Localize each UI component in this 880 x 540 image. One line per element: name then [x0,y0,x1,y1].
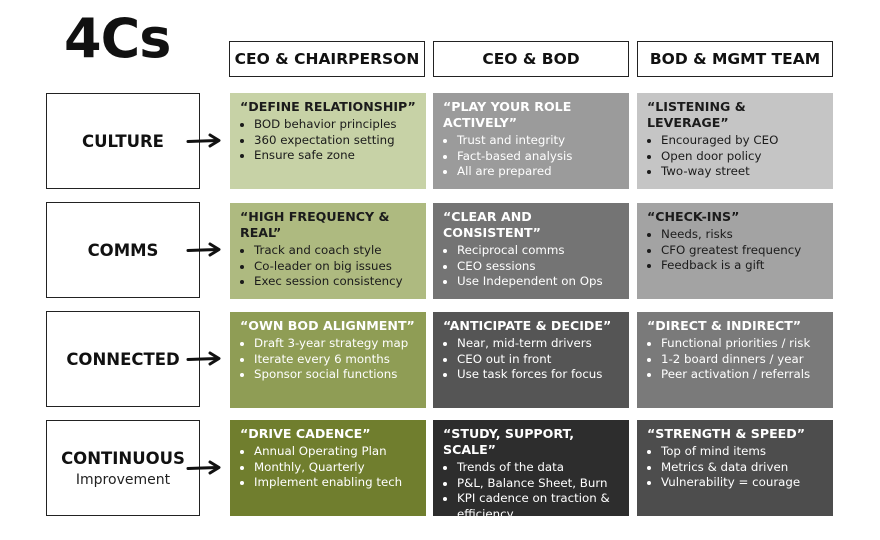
arrow-right-icon [186,351,221,366]
cell-bullet-list: Annual Operating PlanMonthly, QuarterlyI… [240,444,418,491]
bullet-item: Feedback is a gift [661,258,825,274]
row-label-comms: COMMS [46,202,200,298]
cell-heading: “HIGH FREQUENCY & REAL” [240,209,390,240]
cell-heading: “DRIVE CADENCE” [240,426,371,441]
page-title: 4Cs [64,7,171,70]
matrix-cell-continuous-2: “STUDY, SUPPORT, SCALE”Trends of the dat… [433,420,629,516]
bullet-item: Near, mid-term drivers [457,336,621,352]
bullet-item: CFO greatest frequency [661,243,825,259]
matrix-cell-continuous-1: “DRIVE CADENCE” Annual Operating PlanMont… [230,420,426,516]
bullet-item: KPI cadence on traction & efficiency [457,491,621,516]
bullet-item: Sponsor social functions [254,367,418,383]
matrix-cell-connected-3: “DIRECT & INDIRECT” Functional priorities… [637,312,833,408]
bullet-item: CEO sessions [457,259,621,275]
bullet-item: Trends of the data [457,460,621,476]
bullet-item: Draft 3-year strategy map [254,336,418,352]
cell-bullet-list: Near, mid-term driversCEO out in frontUs… [443,336,621,383]
row-label-text: CULTURE [82,131,164,151]
cell-bullet-list: BOD behavior principles360 expectation s… [240,117,418,164]
bullet-item: Top of mind items [661,444,825,460]
bullet-item: 1-2 board dinners / year [661,352,825,368]
matrix-cell-comms-1: “HIGH FREQUENCY & REAL”Track and coach s… [230,203,426,299]
cell-heading: “OWN BOD ALIGNMENT” [240,318,415,333]
cell-bullet-list: Functional priorities / risk1-2 board di… [647,336,825,383]
matrix-cell-continuous-3: “STRENGTH & SPEED” Top of mind itemsMetri… [637,420,833,516]
bullet-item: Encouraged by CEO [661,133,825,149]
arrow-right-icon [186,460,221,475]
bullet-item: Reciprocal comms [457,243,621,259]
bullet-item: Needs, risks [661,227,825,243]
cell-heading: “ANTICIPATE & DECIDE” [443,318,612,333]
bullet-item: All are prepared [457,164,621,180]
bullet-item: Open door policy [661,149,825,165]
row-label-text: CONNECTED [66,349,180,369]
bullet-item: Use Independent on Ops [457,274,621,290]
cell-bullet-list: Encouraged by CEOOpen door policyTwo-way… [647,133,825,180]
matrix-cell-comms-3: “CHECK-INS” Needs, risksCFO greatest freq… [637,203,833,299]
cell-heading: “PLAY YOUR ROLE ACTIVELY” [443,99,572,130]
matrix-cell-culture-2: “PLAY YOUR ROLE ACTIVELY”Trust and integ… [433,93,629,189]
bullet-item: CEO out in front [457,352,621,368]
cell-bullet-list: Trust and integrityFact-based analysisAl… [443,133,621,180]
matrix-cell-comms-2: “CLEAR AND CONSISTENT”Reciprocal commsCE… [433,203,629,299]
cell-bullet-list: Track and coach styleCo-leader on big is… [240,243,418,290]
arrow-right-icon [186,242,221,257]
bullet-item: Trust and integrity [457,133,621,149]
bullet-item: Two-way street [661,164,825,180]
cell-bullet-list: Needs, risksCFO greatest frequencyFeedba… [647,227,825,274]
cell-heading: “DIRECT & INDIRECT” [647,318,802,333]
row-label-text: CONTINUOUS [61,448,185,468]
bullet-item: 360 expectation setting [254,133,418,149]
bullet-item: Exec session consistency [254,274,418,290]
cell-bullet-list: Reciprocal commsCEO sessionsUse Independ… [443,243,621,290]
cell-heading: “LISTENING & LEVERAGE” [647,99,746,130]
bullet-item: Vulnerability = courage [661,475,825,491]
row-label-connected: CONNECTED [46,311,200,407]
cell-bullet-list: Top of mind itemsMetrics & data drivenVu… [647,444,825,491]
cell-heading: “CHECK-INS” [647,209,740,224]
bullet-item: Functional priorities / risk [661,336,825,352]
matrix-cell-connected-2: “ANTICIPATE & DECIDE” Near, mid-term driv… [433,312,629,408]
matrix-cell-connected-1: “OWN BOD ALIGNMENT” Draft 3-year strategy… [230,312,426,408]
bullet-item: Co-leader on big issues [254,259,418,275]
cell-bullet-list: Draft 3-year strategy mapIterate every 6… [240,336,418,383]
bullet-item: Metrics & data driven [661,460,825,476]
row-label-continuous: CONTINUOUS Improvement [46,420,200,516]
cell-bullet-list: Trends of the dataP&L, Balance Sheet, Bu… [443,460,621,516]
bullet-item: Fact-based analysis [457,149,621,165]
bullet-item: Peer activation / referrals [661,367,825,383]
column-header-bod-mgmt-team: BOD & MGMT TEAM [637,41,833,77]
bullet-item: P&L, Balance Sheet, Burn [457,476,621,492]
column-header-ceo-chairperson: CEO & CHAIRPERSON [229,41,425,77]
row-label-culture: CULTURE [46,93,200,189]
cell-heading: “DEFINE RELATIONSHIP” [240,99,416,114]
cell-heading: “STUDY, SUPPORT, SCALE” [443,426,575,457]
bullet-item: Ensure safe zone [254,148,418,164]
row-label-text: COMMS [87,240,159,260]
bullet-item: Iterate every 6 months [254,352,418,368]
matrix-cell-culture-1: “DEFINE RELATIONSHIP” BOD behavior princi… [230,93,426,189]
bullet-item: BOD behavior principles [254,117,418,133]
bullet-item: Monthly, Quarterly [254,460,418,476]
bullet-item: Use task forces for focus [457,367,621,383]
matrix-cell-culture-3: “LISTENING & LEVERAGE”Encouraged by CEOO… [637,93,833,189]
column-header-ceo-bod: CEO & BOD [433,41,629,77]
bullet-item: Implement enabling tech [254,475,418,491]
cell-heading: “CLEAR AND CONSISTENT” [443,209,541,240]
bullet-item: Track and coach style [254,243,418,259]
bullet-item: Annual Operating Plan [254,444,418,460]
row-sublabel-text: Improvement [75,471,171,488]
arrow-right-icon [186,133,221,148]
cell-heading: “STRENGTH & SPEED” [647,426,806,441]
